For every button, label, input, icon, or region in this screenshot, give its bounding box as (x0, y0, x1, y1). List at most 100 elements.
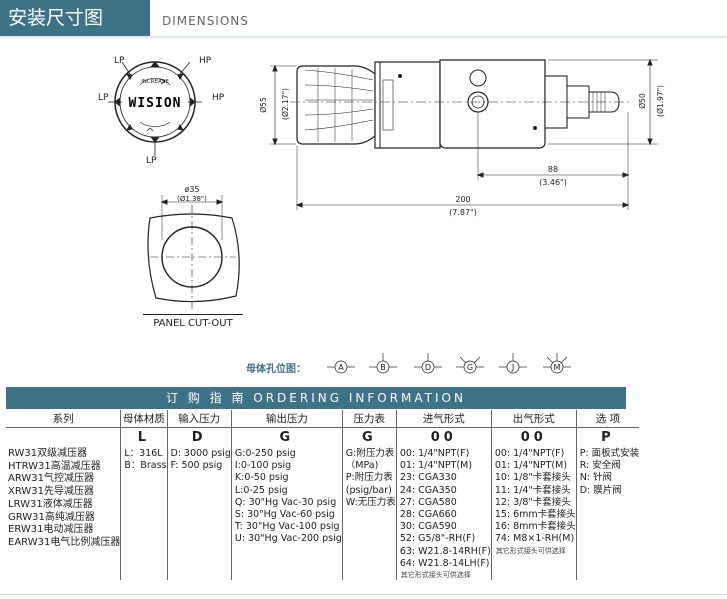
list-item: 63: W21.8-14RH(F) (399, 545, 491, 557)
dim-d55: Ø55 (259, 97, 268, 113)
knob-front-view (108, 61, 202, 156)
pos-icon-b: B (380, 363, 386, 372)
list-item: L:0-25 psig (234, 484, 288, 496)
list-item: 15: 6mm卡套接头 (494, 509, 576, 521)
dim-88-in: (3.46") (539, 178, 567, 187)
knob-arc-text: INCREASE (141, 79, 169, 85)
list-item: T: 30"Hg Vac-100 psig (234, 521, 340, 533)
regulator-side-view (270, 58, 658, 210)
ordering-body-row: RW31双级减压器 HTRW31高温减压器 ARW31气控减压器 XRW31先导… (6, 427, 640, 581)
section-subtitle: DIMENSIONS (162, 14, 249, 28)
list-item: 12: 3/8"卡套接头 (494, 496, 571, 508)
list-item: D: 3000 psig (170, 448, 231, 459)
material-list: L L：316L B：Brass (120, 427, 167, 581)
outlet-list: 00 00: 1/4"NPT(F) 01: 1/4"NPT(M) 10: 1/8… (490, 427, 577, 581)
inlet-note: 其它形式接头可供选择 (400, 571, 471, 580)
dimension-drawing: INCREASE WISION LP HP LP HP LP ø35 (Ø1.3… (98, 56, 665, 374)
col-gauge: 压力表 (341, 410, 397, 428)
list-item: 01: 1/4"NPT(M) (494, 460, 568, 472)
list-item: 52: G5/8"-RH(F) (399, 533, 476, 545)
gauge-list: G G:附压力表 （MPa) P:附压力表 (psig/bar) W:无压力表 (341, 427, 397, 581)
outlet-note: 其它形式接头可供选择 (495, 546, 566, 555)
brand-logo: WISION (129, 96, 182, 111)
dim-88: 88 (548, 165, 558, 174)
list-item: 00: 1/4"NPT(F) (399, 448, 470, 459)
col-options: 选 项 (575, 410, 640, 428)
pos-icon-j: J (511, 363, 514, 372)
col-outlet-pressure: 输出压力 (230, 410, 343, 428)
outlet-pressure-list: G G:0-250 psig I:0-100 psig K:0-50 psig … (230, 427, 343, 581)
gauge-code: G (361, 430, 377, 445)
list-item: ERW31电动减压器 (8, 524, 94, 536)
port-position-icons (327, 353, 571, 374)
list-item: I:0-100 psig (234, 460, 292, 472)
port-label-hp-right: HP (212, 93, 225, 103)
inlet-code: 00 (430, 430, 457, 445)
list-item: Q: 30"Hg Vac-30 psig (234, 496, 337, 508)
footer-divider (0, 594, 727, 595)
port-position-label: 母体孔位图： (246, 364, 306, 375)
list-item: D: 膜片阀 (579, 484, 622, 496)
list-item: P:附压力表 (345, 472, 393, 484)
list-item: 27: CGA580 (399, 496, 457, 508)
list-item: GRW31高纯减压器 (8, 511, 95, 523)
notch-icon (149, 61, 161, 68)
col-inlet: 进气形式 (395, 410, 492, 428)
list-item: R: 安全阀 (579, 460, 621, 472)
panel-cutout-view (143, 195, 243, 315)
port-label-lp-top: LP (114, 56, 125, 66)
list-item: 01: 1/4"NPT(M) (399, 460, 473, 472)
dim-d50: Ø50 (638, 93, 647, 109)
section-header: 安装尺寸图 DIMENSIONS (0, 0, 727, 40)
list-item: K:0-50 psig (234, 472, 289, 484)
outlet-code: 00 (520, 430, 547, 445)
panel-dim: ø35 (184, 185, 199, 194)
header-divider (0, 36, 727, 38)
port-label-lp-left: LP (98, 93, 109, 103)
list-item: 64: W21.8-14LH(F) (399, 557, 490, 569)
list-item: LRW31液体减压器 (8, 498, 93, 510)
list-item: F: 500 psig (170, 460, 223, 472)
list-item: （MPa) (345, 460, 379, 472)
inlet-list: 00 00: 1/4"NPT(F) 01: 1/4"NPT(M) 23: CGA… (395, 427, 492, 581)
material-code: L (137, 430, 151, 445)
panel-dim-in: (Ø1.38") (177, 195, 207, 203)
list-item: EARW31电气比例减压器 (8, 536, 121, 548)
ordering-table: 系列 母体材质 输入压力 输出压力 压力表 进气形式 出气形式 选 项 RW31… (6, 410, 640, 581)
col-inlet-pressure: 输入压力 (166, 410, 232, 428)
pos-icon-a: A (338, 363, 344, 372)
list-item: S: 30"Hg Vac-60 psig (234, 509, 335, 521)
list-item: ARW31气控减压器 (8, 473, 94, 485)
ordering-header-row: 系列 母体材质 输入压力 输出压力 压力表 进气形式 出气形式 选 项 (6, 410, 640, 428)
series-list: RW31双级减压器 HTRW31高温减压器 ARW31气控减压器 XRW31先导… (6, 428, 121, 581)
inlet-pressure-code: D (191, 430, 207, 445)
options-list: P P: 面板式安装 R: 安全阀 N: 针阀 D: 膜片阀 (575, 427, 640, 581)
options-code: P (601, 430, 615, 445)
pos-icon-m: M (554, 363, 561, 372)
ordering-title: 订 购 指 南 ORDERING INFORMATION (6, 387, 626, 409)
list-item: 00: 1/4"NPT(F) (494, 448, 565, 459)
port-label-hp-top: HP (199, 56, 212, 66)
list-item: 11: 1/4"卡套接头 (494, 484, 571, 496)
list-item: N: 针阀 (579, 472, 613, 484)
list-item: G:0-250 psig (234, 448, 296, 459)
port-label-lp-bottom: LP (146, 156, 157, 166)
dim-200: 200 (455, 195, 470, 204)
col-series: 系列 (6, 410, 121, 428)
list-item: RW31双级减压器 (8, 448, 88, 459)
list-item: 30: CGA590 (399, 521, 457, 533)
col-outlet: 出气形式 (490, 410, 577, 428)
list-item: L：316L (124, 448, 163, 459)
list-item: 16: 8mm卡套接头 (494, 521, 576, 533)
list-item: 23: CGA330 (399, 472, 457, 484)
list-item: (psig/bar) (345, 484, 392, 496)
section-title: 安装尺寸图 (0, 0, 150, 36)
dim-200-in: (7.87") (449, 208, 477, 217)
panel-caption: PANEL CUT-OUT (153, 318, 233, 329)
inlet-pressure-list: D D: 3000 psig F: 500 psig (166, 427, 232, 581)
dim-d55-in: (Ø2.17") (281, 88, 290, 120)
list-item: 24: CGA350 (399, 484, 457, 496)
outlet-pressure-code: G (279, 430, 295, 445)
list-item: HTRW31高温减压器 (8, 460, 101, 472)
dim-d50-in: (Ø1.97") (656, 85, 665, 117)
